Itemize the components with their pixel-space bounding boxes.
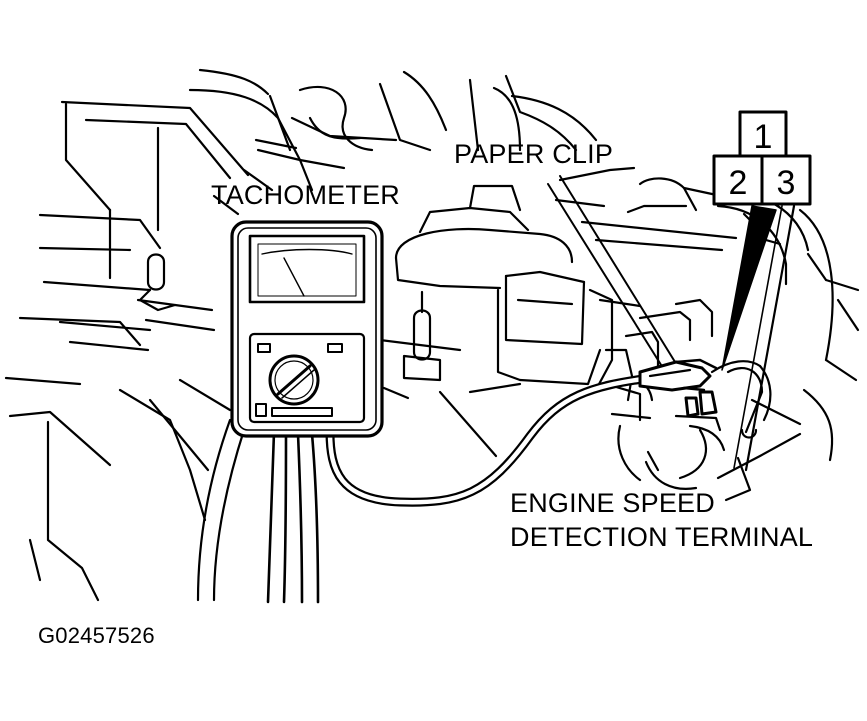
connector-pin-diagram: 1 2 3 (712, 110, 812, 206)
tachometer-indicator-left (257, 343, 271, 353)
connector-pin3-leader-line-2 (733, 205, 783, 469)
connector-pointer-arrow (721, 205, 777, 371)
tachometer-switch (255, 403, 267, 417)
connector-pin-2-box (712, 154, 764, 206)
paper-clip-label: PAPER CLIP (454, 139, 614, 169)
connector-pin-3-label: 3 (777, 164, 796, 202)
engine-speed-terminal-label-line2: DETECTION TERMINAL (510, 522, 814, 552)
tachometer-body (230, 220, 384, 438)
tachometer-indicator-right (327, 343, 343, 353)
paper-clip-leader-line-2 (547, 183, 669, 377)
engine-bay-background (4, 68, 860, 602)
figure-id: G02457526 (38, 623, 155, 648)
engine-speed-terminal-label-line1: ENGINE SPEED (510, 488, 715, 518)
tachometer-slot (271, 407, 333, 417)
tachometer-control-panel (248, 332, 366, 424)
tachometer-lead-wires (266, 430, 320, 604)
alligator-clip (638, 360, 712, 392)
tachometer-dial-display (248, 234, 366, 304)
tachometer-range-knob (268, 354, 320, 406)
connector-pin-1-box (738, 110, 788, 158)
paper-clip-leader-line (559, 175, 681, 371)
tachometer-label: TACHOMETER (211, 180, 400, 210)
connector-pin-3-box (760, 154, 812, 206)
connector-pin-2-label: 2 (729, 164, 748, 202)
tachometer (230, 220, 718, 604)
connector-pin-1-label: 1 (754, 118, 773, 156)
connector-pin3-leader-line (744, 204, 796, 472)
